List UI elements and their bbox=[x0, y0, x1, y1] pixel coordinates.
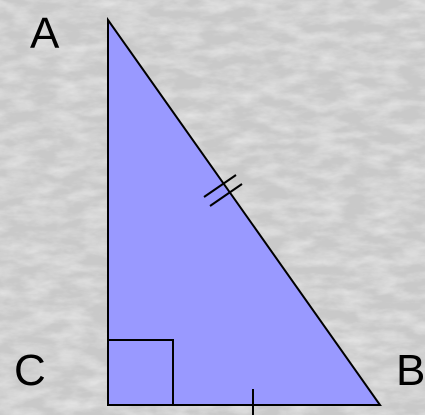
hypotenuse-tick-mark bbox=[203, 174, 237, 198]
vertex-label-a: A bbox=[30, 9, 60, 58]
vertex-label-b: B bbox=[396, 346, 425, 395]
right-triangle bbox=[107, 16, 382, 406]
right-angle-marker bbox=[108, 339, 174, 405]
hypotenuse-tick-mark bbox=[209, 183, 243, 207]
vertex-label-c: C bbox=[14, 346, 46, 395]
